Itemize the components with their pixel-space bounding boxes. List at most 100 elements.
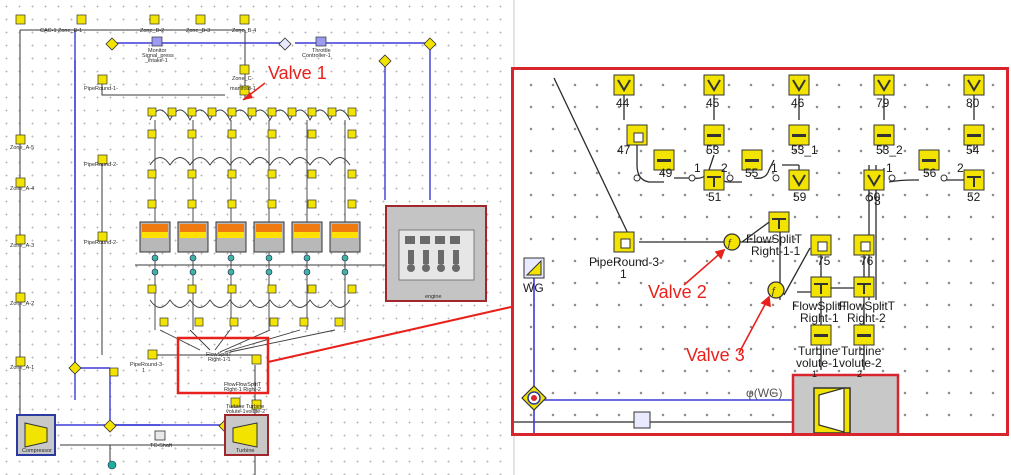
- label-cac: CAC-1: [40, 28, 57, 34]
- label-flowsplit-b: Right-1-1: [208, 357, 231, 363]
- zlabel-52: 52: [967, 190, 981, 204]
- zoom-node-75-76: [810, 234, 875, 256]
- label-throttle-1: Throttle: [312, 48, 331, 54]
- control-blocks: [68, 37, 437, 433]
- valve1-annotation: Valve 1: [268, 63, 327, 83]
- zlabel-53-2: 53_2: [876, 143, 903, 157]
- overview-diagram: CAC-1 Zone_B-1 Zone_B-2 Zone_B-3 Zone_B-…: [10, 14, 512, 475]
- zoom-pipes: [514, 77, 975, 423]
- valve2-annotation: Valve 2: [648, 282, 707, 302]
- zlabel-76: 76: [860, 254, 874, 268]
- label-monitor-3: _intake-1: [144, 58, 168, 64]
- zlabel-75: 75: [817, 254, 831, 268]
- zoom-row3-components: [653, 149, 985, 233]
- label-piperound-3a: PipeRound-3-: [130, 362, 164, 368]
- zlabel-80: 80: [966, 96, 980, 110]
- zlabel-small-2: 2: [721, 161, 728, 175]
- zoom-valve-nodes: ƒ ƒ: [723, 233, 785, 299]
- zoomed-diagram: ƒ ƒ: [514, 74, 985, 433]
- zlabel-small-5: 2: [957, 161, 964, 175]
- zlabel-53: 53: [706, 143, 720, 157]
- zoom-control-diamond: [521, 385, 547, 411]
- label-zone-b4: Zone_B-4: [232, 28, 256, 34]
- label-piperound-2a: PipeRound-2-: [84, 162, 118, 168]
- zlabel-51: 51: [708, 190, 722, 204]
- zlabel-fs-r2-a: FlowSplitT: [839, 299, 896, 313]
- zlabel-tv2-a: Turbine: [841, 344, 882, 358]
- label-flowsplit-pair-b: Right-1 Right-2: [224, 387, 261, 393]
- runner-arcs: [149, 109, 351, 353]
- zlabel-flowsplit-top-a: FlowSplitT: [746, 232, 803, 246]
- zlabel-79: 79: [876, 96, 890, 110]
- zlabel-small-6: 1: [886, 161, 893, 175]
- throttle-block: [315, 36, 327, 47]
- tc-shaft-block: [154, 430, 166, 441]
- valve3-annotation: Valve 3: [686, 345, 745, 365]
- zlabel-fs-r1-b: Right-1: [800, 311, 839, 325]
- label-flowsplit-a: FlowSplitT: [206, 352, 232, 358]
- label-zone-c-2: manifold-1: [230, 86, 256, 92]
- label-zone-a3: Zone_A-3: [10, 243, 34, 249]
- zoom-connector: [267, 306, 512, 363]
- label-piperound-3b: 1: [142, 368, 145, 374]
- label-zone-a5: Zone_A-5: [10, 145, 34, 151]
- label-zone-a2: Zone_A-2: [10, 301, 34, 307]
- label-zone-b1: Zone_B-1: [58, 28, 82, 34]
- svg-text:ƒ: ƒ: [727, 238, 733, 249]
- label-monitor-1: Monitor: [148, 48, 167, 54]
- zlabel-fs-r1-a: FlowSplitT: [792, 299, 849, 313]
- label-turbine: Turbine: [236, 448, 254, 454]
- monitor-block: [151, 36, 163, 47]
- svg-text:ƒ: ƒ: [771, 286, 777, 297]
- zoomed-view-frame[interactable]: ƒ ƒ: [511, 67, 1009, 436]
- zlabel-fs-r2-b: Right-2: [847, 311, 886, 325]
- label-engine: engine: [425, 294, 442, 300]
- zlabel-phi-wg: φ(WG): [746, 386, 782, 400]
- zlabel-45: 45: [706, 96, 720, 110]
- zlabel-piperound-a: PipeRound-3-: [589, 255, 663, 269]
- label-monitor-2: Signal_press: [142, 53, 174, 59]
- zlabel-small-1: 1: [694, 161, 701, 175]
- compressor-block: [16, 414, 56, 456]
- label-turbine-volutes-b: volute-1volute-2: [226, 409, 265, 415]
- zoom-piperound-block: [613, 231, 635, 253]
- label-zone-b3: Zone_B-3: [186, 28, 210, 34]
- label-zone-c-1: Zone_C-: [232, 76, 254, 82]
- zlabel-55: 55: [745, 166, 759, 180]
- zoom-flowsplit-right: [810, 276, 875, 346]
- engine-block: [385, 205, 487, 302]
- zoom-turbine-block: [791, 373, 900, 433]
- zoom-junctions: [633, 174, 948, 202]
- model-overview-canvas[interactable]: CAC-1 Zone_B-1 Zone_B-2 Zone_B-3 Zone_B-…: [0, 0, 512, 475]
- zlabel-wg: WG: [523, 281, 544, 295]
- label-tc-shaft: TC-Shaft: [150, 443, 172, 449]
- zlabel-tv1-b: volute-1: [796, 356, 839, 370]
- label-throttle-2: Controller-1: [302, 53, 331, 59]
- zlabel-49: 49: [659, 166, 673, 180]
- zlabel-46: 46: [791, 96, 805, 110]
- zlabel-47: 47: [617, 143, 631, 157]
- zlabel-60: 60: [867, 190, 881, 204]
- zlabel-flowsplit-top-b: Right-1-1: [751, 244, 801, 258]
- label-zone-a4: Zone_A-4: [10, 186, 34, 192]
- label-turbine-volutes-a: Turbine Turbine: [226, 404, 264, 410]
- turbine-block: [224, 414, 269, 456]
- zoom-signal-wires: [533, 275, 793, 433]
- zlabel-tv1-a: Turbine: [798, 344, 839, 358]
- zoom-mid-pipes: [626, 124, 985, 146]
- zlabel-num-2: 2: [857, 369, 862, 379]
- sensor-nodes: [107, 254, 349, 470]
- zlabel-num-1: 1: [812, 369, 817, 379]
- label-flowsplit-pair-a: FlowFlowSplitT: [224, 382, 262, 388]
- label-zone-b2: Zone_B-2: [140, 28, 164, 34]
- zlabel-53-1: 53_1: [791, 143, 818, 157]
- zlabel-44: 44: [616, 96, 630, 110]
- zlabel-59: 59: [793, 190, 807, 204]
- highlight-region: [176, 336, 270, 395]
- small-components: [15, 14, 357, 410]
- zlabel-small-3: 1: [771, 161, 778, 175]
- zoom-valve-arrows: [683, 248, 771, 354]
- zlabel-56: 56: [923, 166, 937, 180]
- zoom-top-pipes: [613, 74, 985, 96]
- flow-pipes: [19, 29, 385, 475]
